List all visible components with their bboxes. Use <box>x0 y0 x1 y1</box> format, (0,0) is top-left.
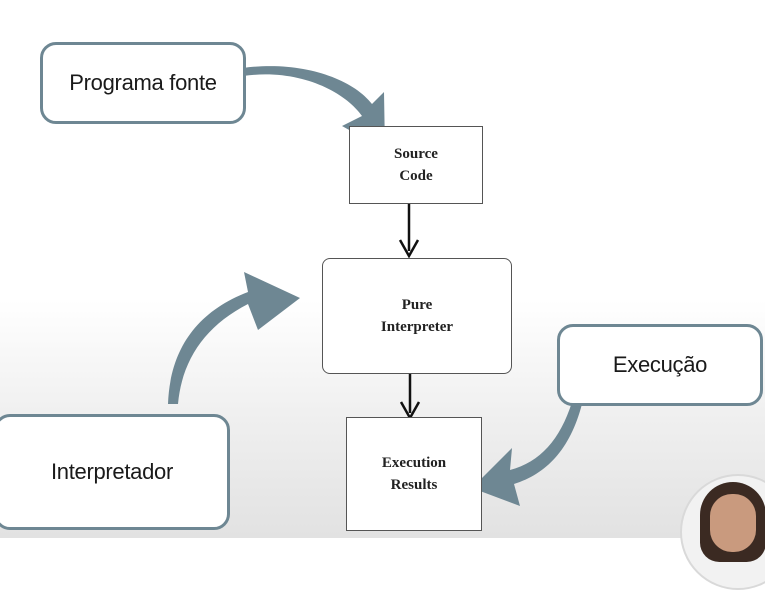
curved-arrow-interpreter <box>168 272 300 404</box>
source-code-box: Source Code <box>349 126 483 204</box>
callout-source-program: Programa fonte <box>40 42 246 124</box>
pure-interpreter-label: Pure Interpreter <box>380 297 454 335</box>
callout-source-program-label: Programa fonte <box>69 70 217 95</box>
execution-results-box: Execution Results <box>346 417 482 531</box>
curved-arrow-execution <box>472 402 582 506</box>
source-code-label: Source Code <box>394 146 438 184</box>
execution-results-label: Execution Results <box>381 455 447 493</box>
callout-interpreter: Interpretador <box>0 414 230 530</box>
callout-interpreter-label: Interpretador <box>50 459 174 484</box>
callout-execution-label: Execução <box>612 352 708 377</box>
flow-arrow-1-head <box>398 239 420 259</box>
pure-interpreter-box: Pure Interpreter <box>322 258 512 374</box>
presenter-face <box>710 494 756 552</box>
callout-execution: Execução <box>557 324 763 406</box>
